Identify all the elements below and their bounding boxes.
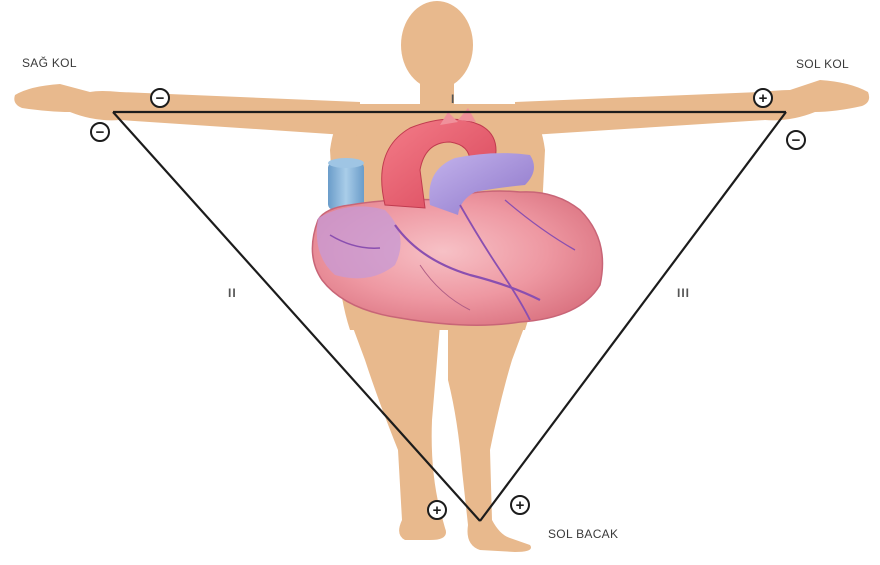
plus-sign: + bbox=[433, 502, 442, 519]
minus-sign: − bbox=[792, 132, 801, 149]
left-arm bbox=[515, 80, 869, 136]
right-arm bbox=[14, 84, 360, 136]
label-left-leg: SOL BACAK bbox=[548, 527, 618, 541]
label-left-arm: SOL KOL bbox=[796, 57, 849, 71]
minus-marker-left-arm-lead3: − bbox=[787, 131, 805, 149]
left-leg bbox=[448, 325, 531, 552]
plus-marker-left-leg-lead3: + bbox=[511, 496, 529, 514]
label-lead-i: I bbox=[451, 92, 455, 106]
minus-sign: − bbox=[96, 124, 105, 141]
minus-marker-right-arm-lead2: − bbox=[91, 123, 109, 141]
label-lead-ii: II bbox=[228, 286, 237, 300]
plus-sign: + bbox=[516, 497, 525, 514]
neck bbox=[420, 78, 454, 104]
plus-marker-left-arm-lead1: + bbox=[754, 89, 772, 107]
label-lead-iii: III bbox=[677, 286, 690, 300]
vena-cava bbox=[328, 162, 364, 210]
plus-sign: + bbox=[759, 90, 768, 107]
minus-sign: − bbox=[156, 90, 165, 107]
minus-marker-right-arm-lead1: − bbox=[151, 89, 169, 107]
plus-marker-left-leg-lead2: + bbox=[428, 501, 446, 519]
right-atrium bbox=[317, 206, 401, 278]
head bbox=[401, 1, 473, 89]
label-right-arm: SAĞ KOL bbox=[22, 56, 77, 70]
